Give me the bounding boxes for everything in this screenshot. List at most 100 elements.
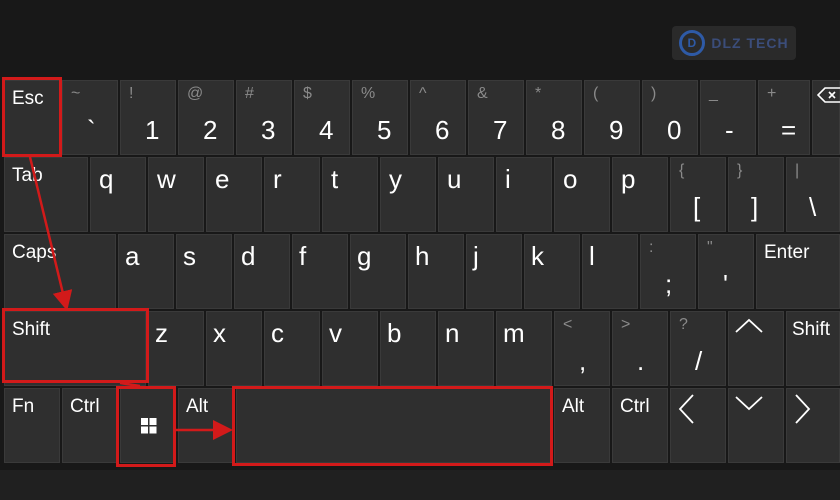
key-y[interactable]: y [380,157,436,232]
key-right-alt[interactable]: Alt [554,388,610,463]
key-label: 8 [551,115,566,145]
key-up-arrow[interactable] [728,311,784,386]
key-q[interactable]: q [90,157,146,232]
key-shift-symbol: ) [651,85,657,102]
key-h[interactable]: h [408,234,464,309]
key-label: Alt [186,396,209,417]
key-minus[interactable]: _ - [700,80,756,155]
key-u[interactable]: u [438,157,494,232]
key-shift-symbol: " [707,239,713,256]
key-slash[interactable]: ? / [670,311,726,386]
key-1[interactable]: ! 1 [120,80,176,155]
key-shift-symbol: : [649,239,654,256]
key-label: 6 [435,115,450,145]
key-right-ctrl[interactable]: Ctrl [612,388,668,463]
key-label: o [563,164,578,194]
key-x[interactable]: x [206,311,262,386]
key-label: d [241,241,256,271]
key-shift-symbol: & [477,85,488,102]
key-k[interactable]: k [524,234,580,309]
key-left-arrow[interactable] [670,388,726,463]
highlight-space [232,386,553,466]
key-shift-symbol: ( [593,85,599,102]
key-left-bracket[interactable]: { [ [670,157,726,232]
key-w[interactable]: w [148,157,204,232]
key-shift-symbol: $ [303,85,312,102]
arrow-esc-to-shift [28,156,73,311]
key-label: Alt [562,396,585,417]
key-7[interactable]: & 7 [468,80,524,155]
key-label: n [445,318,460,348]
key-label: = [781,115,797,145]
key-label: / [695,346,703,376]
key-label: , [579,346,587,376]
key-c[interactable]: c [264,311,320,386]
key-shift-symbol: # [245,85,254,102]
key-n[interactable]: n [438,311,494,386]
key-label: 0 [667,115,682,145]
key-shift-symbol: ^ [419,85,427,102]
key-left-shift[interactable]: Shift [4,311,146,386]
key-r[interactable]: r [264,157,320,232]
key-b[interactable]: b [380,311,436,386]
key-d[interactable]: d [234,234,290,309]
key-label: l [589,241,595,271]
watermark: D DLZ TECH [672,26,796,60]
key-label: w [157,164,176,194]
backspace-icon [817,87,840,103]
key-i[interactable]: i [496,157,552,232]
key-quote[interactable]: " ' [698,234,754,309]
key-period[interactable]: > . [612,311,668,386]
key-backslash[interactable]: | \ [786,157,840,232]
key-a[interactable]: a [118,234,174,309]
key-shift-symbol: ! [129,85,134,102]
key-label: t [331,164,339,194]
key-space[interactable] [236,388,552,463]
key-left-alt[interactable]: Alt [178,388,234,463]
key-g[interactable]: g [350,234,406,309]
key-comma[interactable]: < , [554,311,610,386]
key-5[interactable]: % 5 [352,80,408,155]
key-9[interactable]: ( 9 [584,80,640,155]
key-4[interactable]: $ 4 [294,80,350,155]
key-label: Shift [792,319,831,340]
key-6[interactable]: ^ 6 [410,80,466,155]
key-l[interactable]: l [582,234,638,309]
key-f[interactable]: f [292,234,348,309]
key-j[interactable]: j [466,234,522,309]
key-o[interactable]: o [554,157,610,232]
key-s[interactable]: s [176,234,232,309]
key-right-arrow[interactable] [786,388,840,463]
key-m[interactable]: m [496,311,552,386]
key-left-ctrl[interactable]: Ctrl [62,388,118,463]
key-backtick[interactable]: ~ ` [62,80,118,155]
key-fn[interactable]: Fn [4,388,60,463]
key-shift-symbol: } [737,162,743,179]
key-shift-symbol: ? [679,316,688,333]
key-3[interactable]: # 3 [236,80,292,155]
key-label: ` [87,115,96,145]
left-arrow-icon [678,394,694,424]
key-2[interactable]: @ 2 [178,80,234,155]
highlight-windows [116,386,176,467]
key-v[interactable]: v [322,311,378,386]
key-semicolon[interactable]: : ; [640,234,696,309]
key-enter[interactable]: Enter [756,234,840,309]
key-p[interactable]: p [612,157,668,232]
key-label: ' [723,269,728,299]
key-shift-symbol: % [361,85,376,102]
highlight-esc [2,77,62,157]
key-z[interactable]: z [148,311,204,386]
key-right-shift[interactable]: Shift [786,311,840,386]
key-0[interactable]: ) 0 [642,80,698,155]
key-t[interactable]: t [322,157,378,232]
key-8[interactable]: * 8 [526,80,582,155]
key-e[interactable]: e [206,157,262,232]
key-right-bracket[interactable]: } ] [728,157,784,232]
key-windows[interactable] [120,388,176,463]
key-label: Esc [12,88,44,109]
key-equals[interactable]: + = [758,80,810,155]
key-down-arrow[interactable] [728,388,784,463]
key-backspace[interactable] [812,80,840,155]
